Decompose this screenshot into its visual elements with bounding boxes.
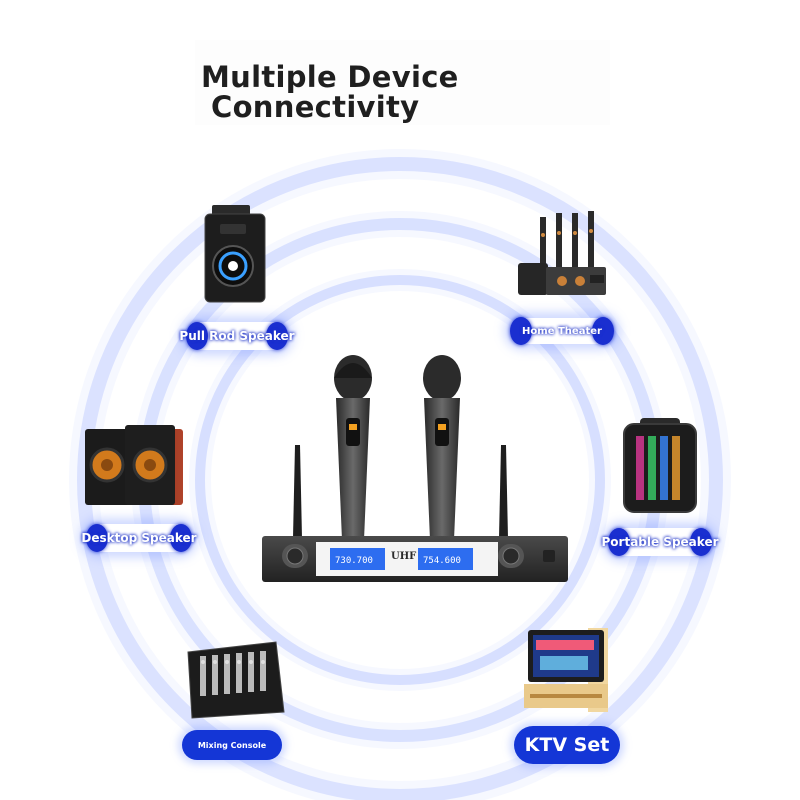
pull-rod-speaker-image: [204, 205, 266, 303]
microphone-right-image: [423, 355, 461, 540]
antenna-left-image: [293, 445, 302, 538]
page-title-line-1: Multiple Device: [201, 60, 459, 94]
label-mixing-console: Mixing Console: [182, 730, 282, 760]
page-title-line-2: Connectivity: [211, 90, 420, 124]
blue-dot-icon: [608, 528, 630, 556]
antenna-right-image: [499, 445, 508, 538]
label-ktv-set: KTV Set: [514, 726, 620, 764]
mixing-console-image: [187, 641, 285, 719]
blue-dot-icon: [592, 317, 614, 345]
label-pull-rod-speaker: Pull Rod Speaker: [179, 322, 295, 350]
blue-dot-icon: [86, 524, 108, 552]
label-desktop-speaker: Desktop Speaker: [81, 524, 197, 552]
blue-dot-icon: [690, 528, 712, 556]
blue-dot-icon: [170, 524, 192, 552]
receiver-band-label: UHF: [391, 551, 416, 562]
receiver-unit-image: 730.700 754.600 UHF: [262, 536, 568, 582]
ktv-set-image: [524, 628, 608, 712]
microphone-left-image: [334, 355, 372, 540]
title-panel: [195, 40, 610, 125]
home-theater-image: [518, 211, 606, 295]
receiver-freq-a: 730.700: [335, 556, 373, 566]
receiver-freq-b: 754.600: [423, 556, 461, 566]
label-home-theater: Home Theater: [510, 317, 614, 345]
blue-dot-icon: [266, 322, 288, 350]
desktop-speaker-image: [85, 425, 183, 505]
portable-speaker-image: [623, 418, 697, 513]
label-portable-speaker: Portable Speaker: [602, 528, 719, 556]
blue-dot-icon: [510, 317, 532, 345]
blue-dot-icon: [186, 322, 208, 350]
